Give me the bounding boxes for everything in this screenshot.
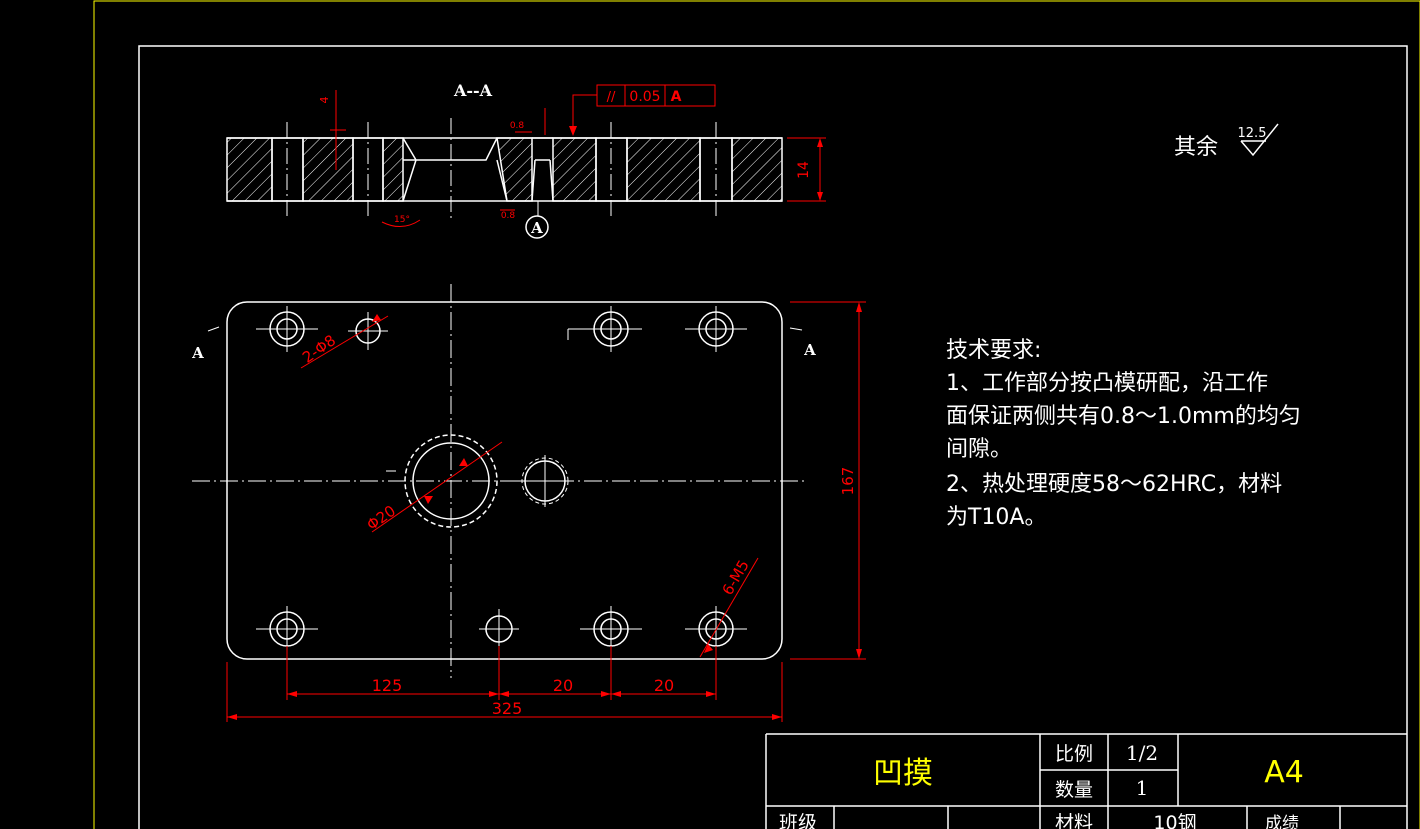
dim-holes-small: 2-Φ8: [299, 331, 339, 367]
dim-angle: 15°: [394, 215, 410, 225]
detail-callout: [525, 215, 549, 239]
inner-frame: [138, 45, 1408, 829]
dim-125: 125: [372, 676, 403, 695]
section-label: A--A: [453, 81, 493, 100]
requirements-line-1: 1、工作部分按凸模研配，沿工作: [946, 371, 1268, 396]
grade-label: 成绩: [1265, 814, 1299, 829]
material-value: 10钢: [1153, 812, 1196, 829]
class-label: 班级: [779, 812, 817, 829]
qty-label: 数量: [1055, 779, 1093, 801]
dim-20a: 20: [553, 676, 573, 695]
dim-thickness: 14: [796, 161, 812, 179]
scale-label: 比例: [1055, 743, 1093, 765]
requirements-line-5: 为T10A。: [946, 505, 1046, 530]
tolerance-symbol: //: [607, 90, 616, 105]
roughness-value: 12.5: [1238, 126, 1267, 141]
material-label: 材料: [1055, 812, 1093, 829]
requirements-title: 技术要求:: [946, 338, 1041, 363]
cut-label-left: A: [191, 344, 204, 362]
scale-value: 1/2: [1126, 741, 1158, 765]
dim-height: 167: [839, 467, 857, 496]
dim-325: 325: [492, 699, 523, 718]
roughness-note: 其余 12.5: [1174, 123, 1279, 160]
dim-20b: 20: [654, 676, 674, 695]
requirements-line-4: 2、热处理硬度58～62HRC，材料: [946, 472, 1282, 497]
title-block: 凹摸 比例 1/2 数量 1 A4 班级 材料 10钢 成绩: [765, 733, 1407, 829]
qty-value: 1: [1136, 776, 1149, 800]
part-name: 凹摸: [873, 756, 933, 791]
roughness-prefix: 其余: [1174, 135, 1218, 160]
holes: [269, 311, 734, 647]
detail-label: A: [530, 219, 543, 237]
tolerance-value: 0.05: [629, 89, 660, 105]
roughness-symbol: [1240, 123, 1279, 157]
outer-frame: [93, 0, 1420, 829]
requirements-line-3: 间隙。: [946, 437, 1012, 462]
section-view: A--A: [226, 81, 826, 239]
dim-small-a: 0.8: [510, 121, 525, 131]
technical-requirements: 技术要求: 1、工作部分按凸模研配，沿工作 面保证两侧共有0.8～1.0mm的均…: [946, 338, 1301, 530]
dim-top: 4: [318, 97, 331, 104]
dim-small-b: 0.8: [501, 211, 516, 221]
dim-hole-large: Φ20: [363, 502, 399, 534]
dim-threads: 6-M5: [719, 557, 753, 598]
requirements-line-2: 面保证两侧共有0.8～1.0mm的均匀: [946, 404, 1301, 429]
cut-label-right: A: [803, 341, 816, 359]
plan-view: A A 2-Φ8 Φ20 6-M5 167: [191, 284, 866, 722]
tolerance-datum: A: [671, 89, 682, 105]
sheet-size: A4: [1264, 755, 1304, 790]
